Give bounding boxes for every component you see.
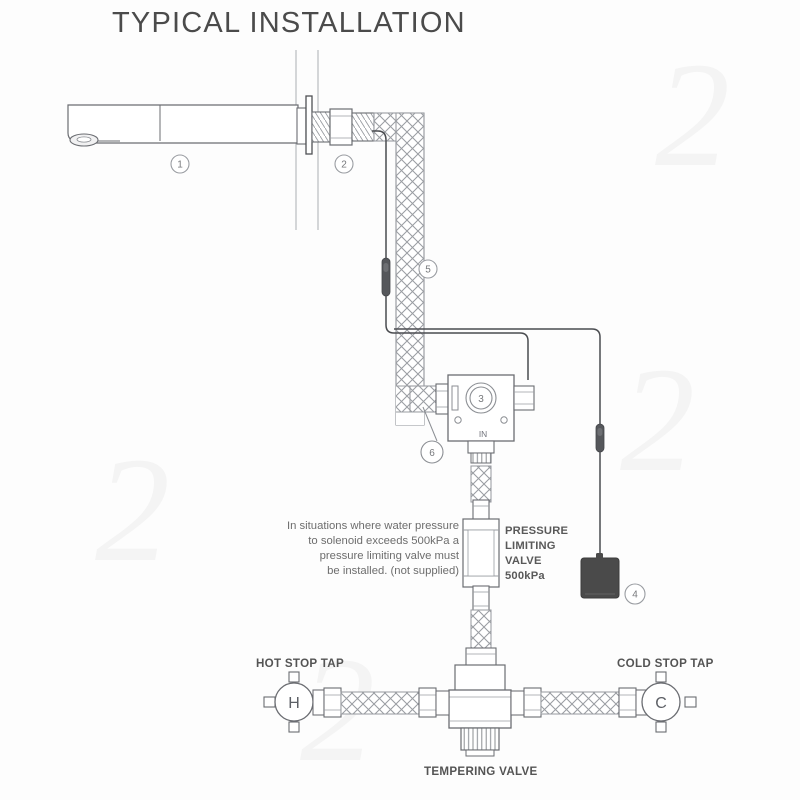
callout-1-circle[interactable] — [170, 154, 190, 174]
wall-mount-shank — [305, 95, 375, 155]
watermark-glyph: 2 — [620, 337, 695, 503]
page-title: TYPICAL INSTALLATION — [112, 7, 466, 39]
callout-1[interactable]: 1 — [170, 154, 190, 174]
power-supply-box — [580, 553, 620, 599]
callout-2-text: 2 — [341, 160, 347, 171]
cable-inline-connector — [381, 257, 391, 297]
callout-4-circle[interactable] — [624, 583, 646, 605]
power-cable — [394, 328, 601, 556]
filter-inlet-fitting — [435, 383, 449, 415]
callout-6-circle[interactable] — [420, 440, 444, 464]
callout-6-text: 6 — [429, 448, 435, 459]
callout-5-circle[interactable] — [418, 259, 438, 279]
pressure-limiting-valve-label: PRESSURE LIMITING VALVE 500kPa — [505, 525, 568, 582]
power-cable-connector — [595, 423, 605, 453]
watermark-glyph: 2 — [95, 427, 170, 593]
tempering-valve — [448, 664, 512, 757]
hot-tap-letter: H — [288, 695, 300, 712]
plv-label-line: 500kPa — [505, 570, 545, 582]
callout-2[interactable]: 2 — [334, 154, 354, 174]
note-line: pressure limiting valve must — [320, 550, 460, 562]
watermark-glyph: 2 — [655, 32, 730, 198]
callout-4-text: 4 — [632, 590, 638, 601]
callout-3-text: 3 — [478, 394, 484, 405]
callout-4[interactable]: 4 — [624, 583, 646, 605]
hot-stop-tap-label: HOT STOP TAP — [256, 657, 344, 670]
solenoid-inlet-label: IN — [479, 429, 487, 439]
plv-label-line: LIMITING — [505, 540, 556, 552]
pressure-note: In situations where water pressure to so… — [287, 520, 460, 577]
tempering-valve-label: TEMPERING VALVE — [424, 765, 538, 778]
plv-lower-nut — [472, 585, 490, 613]
sensor-cable — [372, 130, 529, 380]
note-line: In situations where water pressure — [287, 520, 459, 532]
callout-6-leader — [422, 406, 438, 442]
callout-1-text: 1 — [177, 160, 183, 171]
cold-supply-line: C — [510, 671, 697, 733]
plv-label-line: VALVE — [505, 555, 542, 567]
sensor-tap-spout — [67, 104, 307, 147]
callout-5[interactable]: 5 — [418, 259, 438, 279]
cold-tap-letter: C — [655, 695, 667, 712]
callout-2-circle[interactable] — [334, 154, 354, 174]
pressure-limiting-valve-assembly — [462, 465, 500, 667]
hot-supply-line: H — [263, 671, 450, 733]
braided-flexible-hose — [373, 112, 447, 426]
note-line: to solenoid exceeds 500kPa a — [308, 535, 459, 547]
note-line: be installed. (not supplied) — [327, 565, 459, 577]
cold-stop-tap-valve — [641, 682, 681, 722]
cold-stop-tap-label: COLD STOP TAP — [617, 657, 714, 670]
callout-5-text: 5 — [425, 265, 431, 276]
callout-3[interactable]: 3 — [469, 386, 493, 410]
callout-3-circle[interactable] — [469, 386, 493, 410]
plv-label-line: PRESSURE — [505, 525, 568, 537]
callout-6[interactable]: 6 — [420, 440, 444, 464]
